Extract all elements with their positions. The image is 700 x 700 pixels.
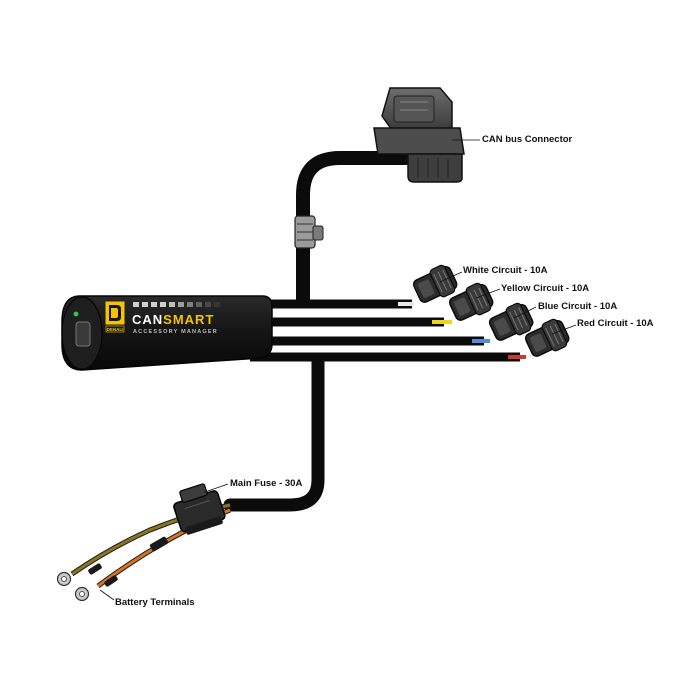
main-fuse-holder	[173, 483, 226, 535]
battery-ring-terminal-2	[74, 586, 90, 602]
label-main-fuse: Main Fuse - 30A	[230, 478, 302, 489]
brand-can: CAN	[132, 312, 163, 327]
cansmart-module: DENALI CANSMART ACCESSORY MANAGER	[61, 295, 273, 371]
label-red-circuit: Red Circuit - 10A	[577, 318, 654, 329]
leader-lines	[99, 139, 577, 601]
brand-smart: SMART	[163, 312, 214, 327]
fuse-cable	[223, 353, 325, 512]
label-can-bus-connector: CAN bus Connector	[482, 134, 573, 145]
white-circuit-connector	[412, 264, 458, 303]
usb-port	[75, 321, 91, 347]
logo-text: DENALI	[107, 327, 124, 332]
can-bus-connector	[373, 87, 465, 183]
led-indicators	[133, 302, 220, 307]
labels: CAN bus Connector White Circuit - 10A Ye…	[115, 134, 654, 608]
denali-logo: DENALI	[105, 301, 125, 333]
label-white-circuit: White Circuit - 10A	[463, 265, 548, 276]
cables	[223, 151, 520, 512]
module-subtitle: ACCESSORY MANAGER	[133, 329, 218, 335]
label-yellow-circuit: Yellow Circuit - 10A	[501, 283, 589, 294]
label-blue-circuit: Blue Circuit - 10A	[538, 301, 617, 312]
wire-tips	[398, 302, 526, 359]
status-led	[73, 311, 79, 317]
red-circuit-connector	[524, 318, 570, 357]
label-battery-terminals: Battery Terminals	[115, 597, 195, 608]
module-brand: CANSMART	[132, 312, 214, 327]
can-bus-cable	[296, 151, 417, 307]
yellow-circuit-connector	[448, 282, 494, 321]
battery-ring-terminal-1	[56, 571, 72, 587]
cable-clip	[294, 215, 324, 249]
